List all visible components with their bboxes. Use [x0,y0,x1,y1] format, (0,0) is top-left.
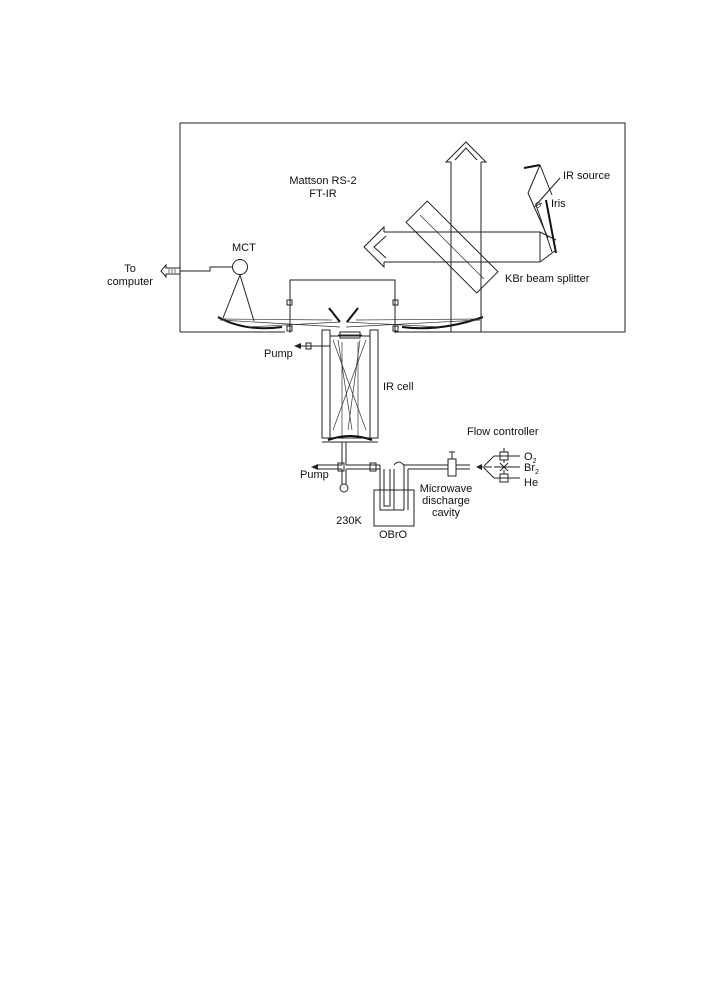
iris-label: Iris [551,198,566,210]
output-to-computer-arrow [160,263,180,279]
gas-o2-label: O2 [524,451,537,465]
microwave-label-line1: Microwave [420,483,473,495]
fixed-mirror-arrow [363,225,385,269]
sample-label: OBrO [379,529,408,541]
instrument-housing [180,122,626,333]
instrument-name-label: Mattson RS-2 [289,175,356,187]
mct-detector [180,259,255,322]
gas-br2-label: Br2 [524,462,539,476]
right-parabolic-mirror [401,316,484,330]
ir-cell-label: IR cell [383,381,414,393]
mct-label: MCT [232,242,256,254]
pump-top-label: Pump [264,348,293,360]
ir-source-label: IR source [563,170,610,182]
microwave-label-line3: cavity [432,507,461,519]
gas-he-label: He [524,477,538,489]
cell-transfer-mirrors [328,307,359,323]
microwave-discharge-cavity [444,451,470,477]
optical-beam-paths [219,279,481,333]
microwave-label-line2: discharge [422,495,470,507]
to-computer-label-line1: To [124,263,136,275]
interferometer-beams [384,162,541,332]
cold-trap-u-tube [373,461,444,527]
beam-splitter-label: KBr beam splitter [505,273,590,285]
ir-source-optics [523,164,561,263]
moving-mirror-arrow-inner [454,147,478,161]
flow-controller-label: Flow controller [467,426,539,438]
kbr-beam-splitter [405,200,499,294]
fixed-mirror-arrow-inner [373,235,387,259]
pump-line-top [294,342,330,350]
ir-cell [321,329,379,443]
temperature-label: 230K [336,515,362,527]
gas-manifold [311,442,380,493]
instrument-type-label: FT-IR [309,188,337,200]
pump-bottom-label: Pump [300,469,329,481]
left-parabolic-mirror [217,316,283,330]
to-computer-label-line2: computer [107,276,153,288]
flow-controller-inlets [476,448,520,483]
moving-mirror-arrow [444,141,488,163]
